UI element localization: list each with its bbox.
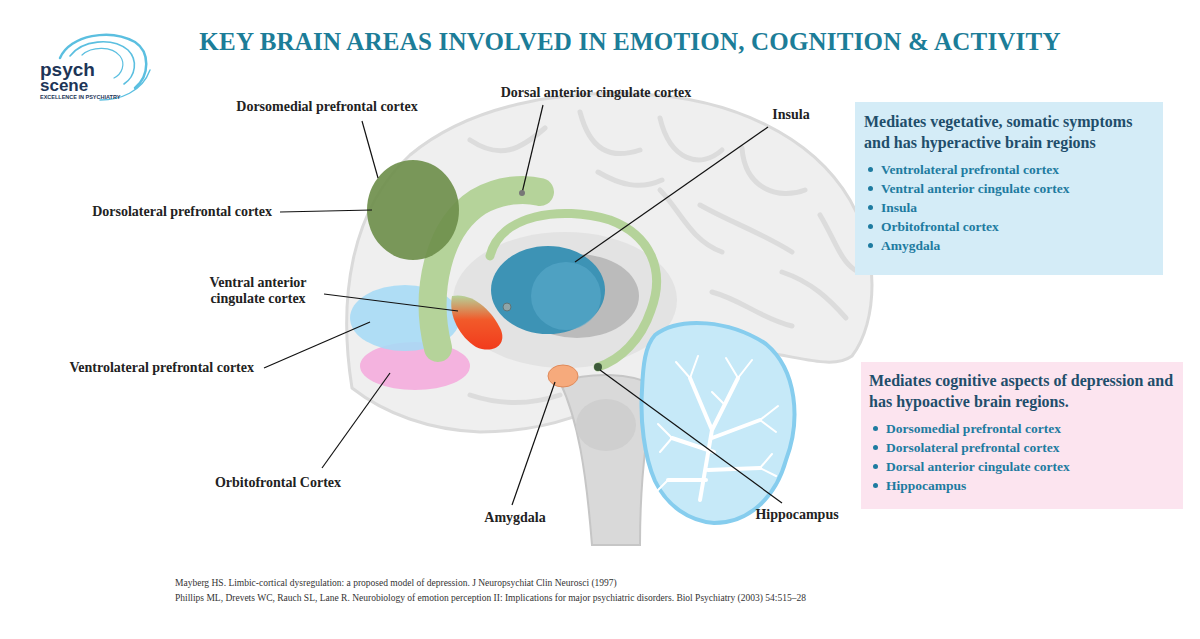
leader-line (362, 121, 378, 178)
bullet-item: Dorsomedial prefrontal cortex (869, 419, 1175, 438)
insula-highlight (531, 262, 601, 330)
bullet-dot (868, 205, 873, 210)
leader-line (575, 127, 768, 262)
region-label: Hippocampus (755, 507, 838, 523)
region-label: Ventral anterior cingulate cortex (192, 275, 324, 307)
bullet-text: Hippocampus (886, 478, 966, 493)
bullet-item: Hippocampus (869, 476, 1175, 495)
bullet-dot (873, 445, 878, 450)
bullet-dot (873, 483, 878, 488)
tree-branch (668, 378, 760, 500)
cerebellum (642, 323, 795, 523)
bullet-dot (873, 426, 878, 431)
leader-line (280, 210, 372, 212)
info-panel: Mediates cognitive aspects of depression… (861, 362, 1183, 509)
pons (576, 399, 636, 451)
sulcus (580, 112, 640, 154)
region-label: Dorsal anterior cingulate cortex (501, 85, 692, 101)
bullet-item: Orbitofrontal cortex (864, 217, 1154, 236)
logo-word: scene (40, 76, 88, 96)
bullet-text: Ventral anterior cingulate cortex (881, 181, 1070, 196)
bullet-item: Ventrolateral prefrontal cortex (864, 160, 1154, 179)
amygdala-region (548, 365, 578, 387)
reference: Phillips ML, Drevets WC, Rauch SL, Lane … (175, 593, 806, 604)
bullet-text: Dorsomedial prefrontal cortex (886, 421, 1061, 436)
bullet-item: Dorsolateral prefrontal cortex (869, 438, 1175, 457)
leader-lines (264, 105, 782, 505)
bullet-dot (868, 224, 873, 229)
sulcus (820, 215, 855, 270)
bullet-dot (873, 464, 878, 469)
region-dot (503, 303, 511, 311)
bullet-text: Ventrolateral prefrontal cortex (881, 162, 1059, 177)
bullet-text: Orbitofrontal cortex (881, 219, 999, 234)
reference: Mayberg HS. Limbic-cortical dysregulatio… (175, 578, 617, 589)
region-label: Dorsomedial prefrontal cortex (236, 99, 417, 115)
region-label: Amygdala (484, 510, 545, 526)
bullet-item: Amygdala (864, 236, 1154, 255)
sulcus (470, 128, 545, 151)
insula-region (491, 246, 605, 334)
sulcus (660, 190, 722, 252)
bullet-item: Insula (864, 198, 1154, 217)
bullet-dot (868, 186, 873, 191)
info-panel: Mediates vegetative, somatic symptoms an… (855, 102, 1163, 275)
panel-heading: Mediates cognitive aspects of depression… (869, 370, 1175, 412)
logo-tagline: EXCELLENCE IN PSYCHIATRY (40, 94, 120, 100)
leader-line (264, 322, 370, 368)
bullet-text: Amygdala (881, 238, 940, 253)
bullet-item: Dorsal anterior cingulate cortex (869, 457, 1175, 476)
bullet-text: Insula (881, 200, 917, 215)
title: KEY BRAIN AREAS INVOLVED IN EMOTION, COG… (199, 28, 1060, 56)
dorsomedial-region (367, 160, 459, 260)
leader-line (600, 370, 782, 503)
sulcus (660, 118, 722, 160)
bullet-text: Dorsal anterior cingulate cortex (886, 459, 1070, 474)
hippocampus-dot (594, 363, 602, 371)
bullet-text: Dorsolateral prefrontal cortex (886, 440, 1059, 455)
sulcus (712, 292, 792, 326)
sulcus (742, 148, 805, 194)
bullet-dot (868, 167, 873, 172)
leader-line (324, 294, 458, 311)
sulcus (782, 272, 846, 318)
bullet-item: Ventral anterior cingulate cortex (864, 179, 1154, 198)
region-label: Insula (772, 107, 809, 123)
leader-dot (519, 190, 525, 196)
region-label: Dorsolateral prefrontal cortex (92, 204, 272, 220)
region-label: Orbitofrontal Cortex (215, 475, 341, 491)
hippocampus-region (490, 213, 657, 367)
sulcus (470, 395, 560, 403)
sulcus (700, 205, 792, 252)
cerebellum-tree (656, 356, 778, 500)
panel-heading: Mediates vegetative, somatic symptoms an… (864, 111, 1154, 153)
bullet-dot (868, 243, 873, 248)
leader-line (512, 382, 555, 505)
leader-line (522, 105, 543, 193)
sulcus (598, 172, 662, 185)
leader-line (322, 373, 390, 468)
region-label: Ventrolateral prefrontal cortex (69, 360, 254, 376)
